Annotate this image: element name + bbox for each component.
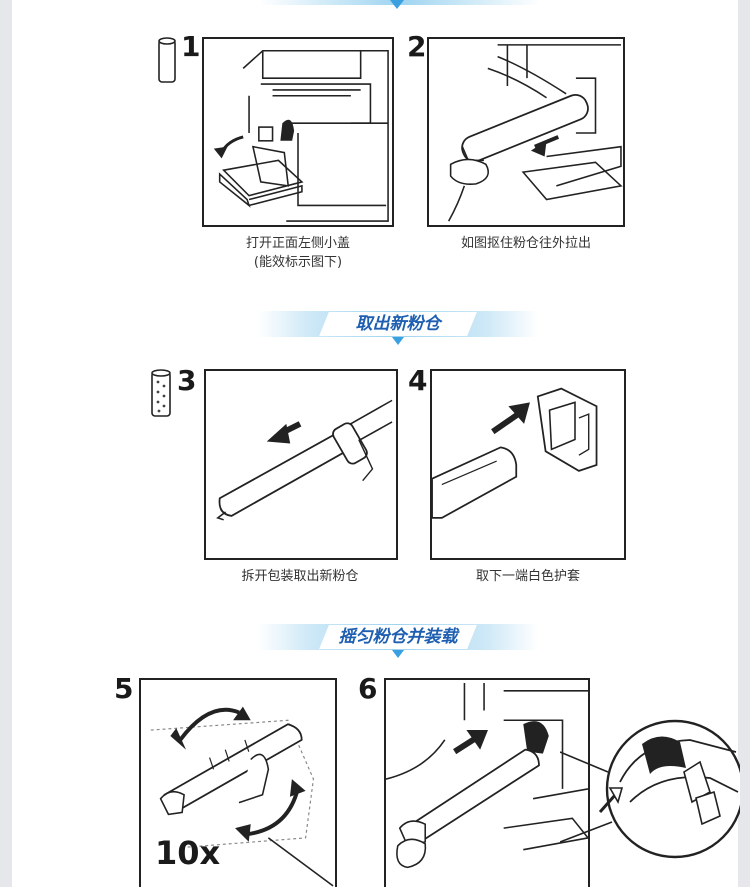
- unpack-toner-drawing: [216, 399, 393, 521]
- step-4-number: 4: [408, 364, 428, 397]
- used-toner-cylinder-icon: [158, 37, 176, 83]
- new-toner-cylinder-icon: [151, 369, 171, 417]
- shake-count-label: 10x: [155, 834, 221, 872]
- step-6-number: 6: [358, 672, 378, 705]
- step-5-number: 5: [114, 672, 134, 705]
- step-2-illustration: [427, 37, 625, 227]
- step-5-illustration: 10x: [139, 678, 337, 887]
- step-2-caption: 如图抠住粉仓往外拉出: [460, 236, 591, 251]
- section-title-shake-install: 摇匀粉仓并装载: [338, 627, 458, 647]
- banner-marker-triangle: [392, 337, 404, 345]
- banner-marker-triangle: [392, 650, 404, 658]
- step-6-illustration: [384, 678, 590, 887]
- right-margin: [738, 0, 750, 887]
- step-1-illustration: [202, 37, 394, 227]
- printer-open-left-cover-drawing: [213, 49, 389, 222]
- step-1-number: 1: [181, 30, 201, 63]
- pull-out-toner-drawing: [447, 44, 623, 222]
- step-4-illustration: [430, 369, 626, 560]
- section-banner-shake-install: 摇匀粉仓并装载: [258, 624, 538, 658]
- remove-end-cap-drawing: [432, 387, 598, 519]
- top-marker-triangle: [390, 0, 404, 9]
- section-title-take-new: 取出新粉仓: [355, 314, 441, 334]
- install-toner-drawing: [386, 682, 588, 869]
- step-2-number: 2: [407, 30, 427, 63]
- step-1-caption-note: (能效标示图下): [253, 255, 343, 270]
- zoom-detail-callout: [560, 719, 740, 859]
- step-3-number: 3: [177, 364, 197, 397]
- step-4-caption: 取下一端白色护套: [475, 569, 580, 584]
- step-3-illustration: [204, 369, 398, 560]
- shake-toner-drawing: [150, 706, 334, 887]
- step-1-caption: 打开正面左侧小盖: [245, 236, 350, 251]
- section-banner-take-new: 取出新粉仓: [258, 311, 538, 345]
- left-margin: [0, 0, 12, 887]
- step-3-caption: 拆开包装取出新粉仓: [241, 569, 359, 584]
